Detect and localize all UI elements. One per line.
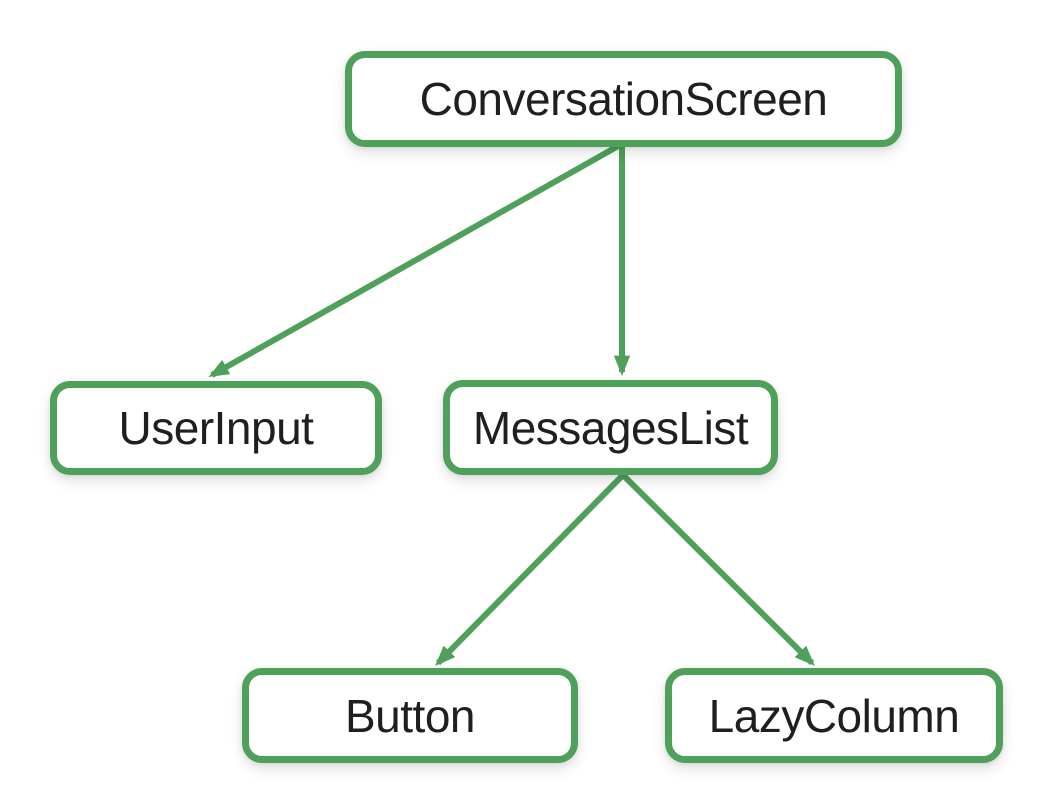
edge-conversationscreen-userinput	[208, 142, 622, 378]
node-conversationscreen: ConversationScreen	[345, 51, 902, 147]
edge-messageslist-lazycolumn	[620, 472, 815, 666]
edge-messageslist-button	[435, 472, 626, 666]
node-lazycolumn-label: LazyColumn	[708, 689, 960, 742]
node-userinput-label: UserInput	[118, 402, 314, 454]
node-button-label: Button	[345, 689, 476, 742]
node-lazycolumn: LazyColumn	[665, 668, 1003, 763]
node-messageslist: MessagesList	[443, 380, 778, 475]
node-button: Button	[242, 668, 578, 763]
node-messageslist-label: MessagesList	[472, 401, 749, 454]
node-conversationscreen-label: ConversationScreen	[419, 73, 828, 125]
node-userinput: UserInput	[50, 381, 382, 475]
